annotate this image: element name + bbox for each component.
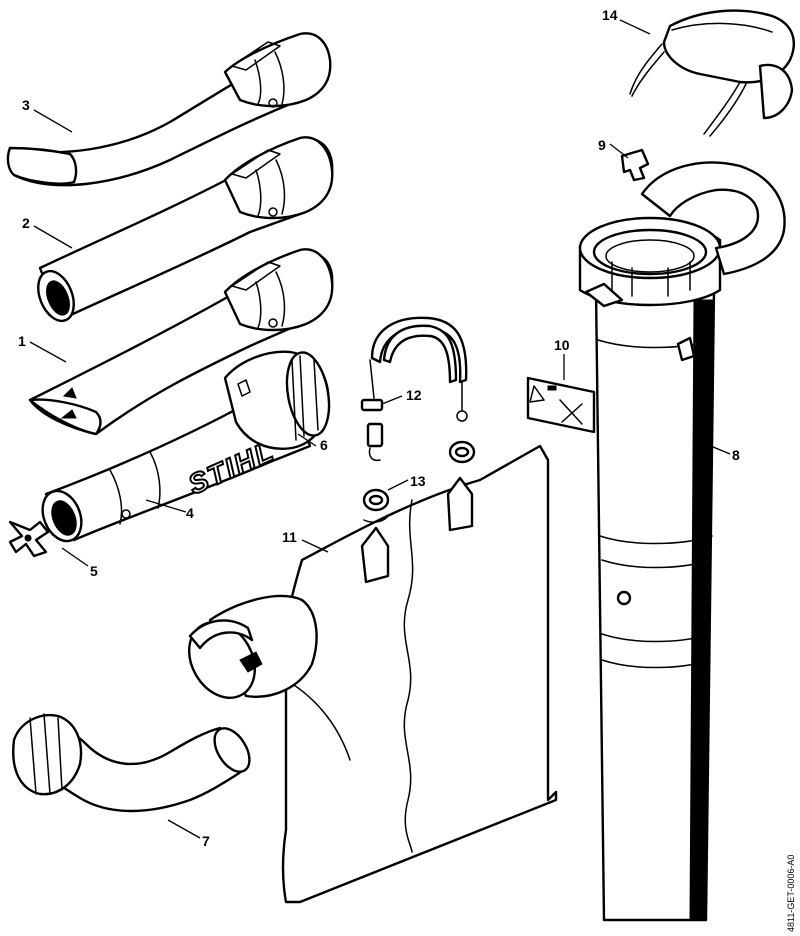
part-13-rings[interactable] [362, 440, 476, 512]
part-7-elbow-tube[interactable] [12, 713, 256, 813]
part-3-curved-nozzle[interactable] [6, 32, 332, 187]
callout-7: 7 [202, 833, 210, 849]
callout-8: 8 [732, 447, 740, 463]
callout-13: 13 [410, 473, 426, 489]
callout-4: 4 [186, 505, 194, 521]
leader-lines [29, 19, 731, 839]
part-5-clip[interactable] [8, 520, 50, 558]
callout-6: 6 [320, 437, 328, 453]
part-10-warning-label[interactable] [526, 376, 596, 434]
part-1-flat-nozzle[interactable] [28, 248, 334, 436]
callout-10: 10 [554, 337, 570, 353]
part-6-tube-coupling[interactable] [223, 349, 335, 450]
callout-3: 3 [22, 97, 30, 113]
callout-11: 11 [282, 529, 297, 545]
part-2-round-nozzle[interactable] [31, 136, 334, 326]
part-14-safety-glasses[interactable] [629, 9, 795, 137]
part-9-clip[interactable] [620, 148, 650, 182]
callout-5: 5 [90, 563, 98, 579]
part-12-shoulder-strap[interactable] [360, 316, 468, 462]
part-8-intake-housing[interactable] [578, 161, 786, 308]
part-11-collection-bag[interactable] [176, 444, 558, 904]
callout-labels: 3 2 1 4 5 6 7 8 9 10 11 12 13 14 [18, 7, 740, 849]
callout-2: 2 [22, 215, 30, 231]
callout-14: 14 [602, 7, 618, 23]
callout-9: 9 [598, 137, 606, 153]
drawing-code: 4811-GET-0006-A0 [786, 855, 796, 932]
part-8-main-tube[interactable] [594, 288, 716, 922]
callout-1: 1 [18, 333, 26, 349]
callout-12: 12 [406, 387, 422, 403]
